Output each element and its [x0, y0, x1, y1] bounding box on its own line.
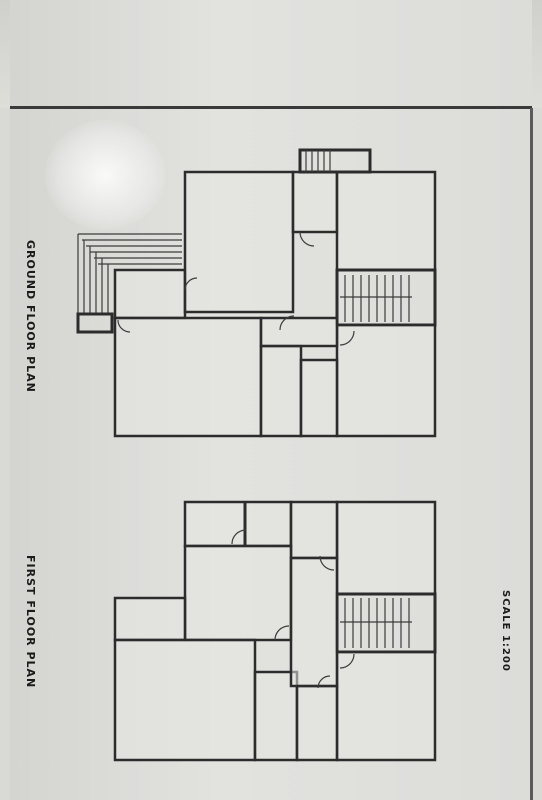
sheet-border-top: [10, 106, 532, 109]
first-top-rooms: [183, 500, 293, 548]
bath-1: [291, 170, 339, 234]
ground-floor-plan: [76, 148, 437, 438]
hall: [113, 316, 263, 438]
first-corridor: [289, 556, 339, 688]
first-main-stair: [335, 592, 437, 654]
sheet-border-right: [530, 108, 533, 800]
entrance-steps: [76, 233, 182, 334]
first-middle-room: [183, 544, 293, 642]
door-arc-1: [184, 277, 198, 291]
service-stair: [298, 148, 372, 174]
door-arc-4: [339, 330, 355, 346]
door-arc-8: [274, 625, 290, 641]
first-floor-plan: [113, 500, 437, 762]
toilet-2: [299, 358, 339, 438]
first-bath-3: [295, 684, 339, 762]
ground-floor-title: GROUND FLOOR PLAN: [24, 240, 37, 393]
door-arc-6: [231, 529, 247, 545]
ground-main-stair: [335, 268, 437, 327]
toilet-1: [259, 344, 303, 438]
door-arc-2: [299, 231, 315, 247]
entry-room: [113, 268, 187, 320]
bedroom-top-right: [335, 500, 437, 596]
door-arc-3: [279, 315, 295, 331]
door-arc-5: [117, 319, 131, 333]
door-arc-9: [339, 653, 355, 669]
first-floor-title: FIRST FLOOR PLAN: [24, 555, 37, 689]
living-room: [183, 170, 295, 314]
photo-glare: [45, 120, 165, 230]
door-arc-10: [317, 675, 331, 689]
corridor: [259, 316, 339, 348]
kitchen: [335, 323, 437, 438]
scale-label: SCALE 1:200: [500, 590, 511, 672]
master-bedroom: [113, 638, 257, 762]
first-bath-1: [289, 500, 339, 560]
first-closet: [113, 596, 187, 642]
bedroom-bottom-right: [335, 650, 437, 762]
door-arc-7: [319, 555, 335, 571]
room-top-right: [335, 170, 437, 272]
